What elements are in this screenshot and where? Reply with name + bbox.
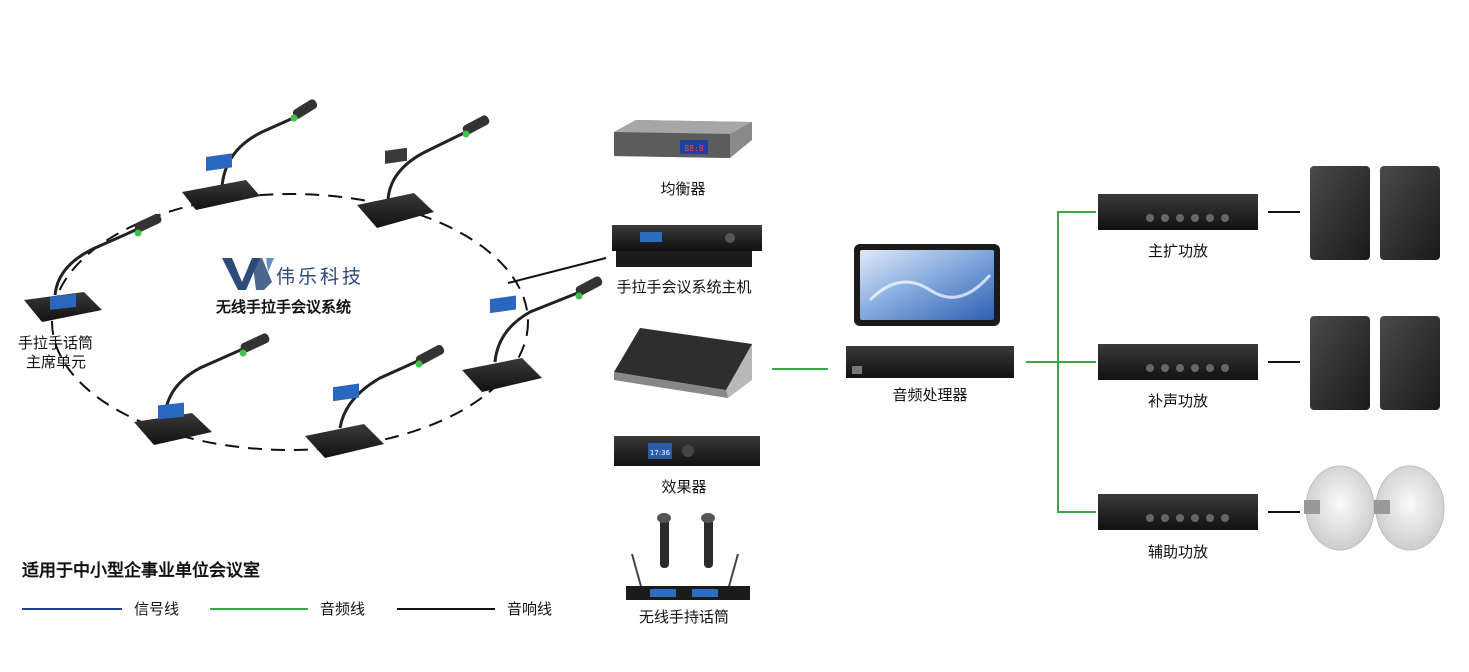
legend-swatch-speaker bbox=[397, 608, 495, 610]
mic-unit-bottom-left bbox=[134, 333, 270, 445]
main-amp-device-icon bbox=[1098, 194, 1258, 230]
host-device-icon bbox=[612, 225, 762, 267]
brand-logo-icon bbox=[222, 258, 274, 290]
fill-amp-label: 补声功放 bbox=[1147, 392, 1209, 410]
legend-item-speaker: 音响线 bbox=[397, 598, 567, 618]
brand-name: 伟乐科技 bbox=[276, 266, 365, 288]
effects-label: 效果器 bbox=[661, 478, 707, 496]
processor-label: 音频处理器 bbox=[892, 386, 968, 404]
legend-swatch-audio bbox=[210, 608, 308, 610]
mic-unit-left bbox=[24, 213, 162, 322]
svg-text:17:36: 17:36 bbox=[650, 449, 671, 457]
equalizer-device-icon: 88:8 bbox=[614, 120, 752, 158]
processor-device-icon bbox=[846, 346, 1014, 378]
audio-lines-processor-amps bbox=[1026, 211, 1096, 513]
chair-unit-label-line2: 主席单元 bbox=[26, 353, 87, 371]
legend-item-audio: 音频线 bbox=[210, 598, 380, 618]
effects-device-icon: 17:36 bbox=[614, 436, 760, 466]
mic-unit-top-right bbox=[357, 115, 490, 228]
host-label: 手拉手会议系统主机 bbox=[616, 278, 752, 296]
system-title: 无线手拉手会议系统 bbox=[216, 298, 352, 316]
chair-unit-label-line1: 手拉手话筒 bbox=[18, 334, 94, 352]
legend-swatch-signal bbox=[22, 608, 122, 610]
tablet-icon bbox=[854, 244, 1000, 326]
mic-unit-top-left bbox=[182, 99, 318, 210]
main-amp-label: 主扩功放 bbox=[1147, 242, 1209, 260]
connection-ring-host bbox=[507, 257, 607, 284]
legend-label-speaker: 音响线 bbox=[507, 600, 553, 618]
wireless-mic-label: 无线手持话筒 bbox=[638, 608, 730, 626]
aux-amp-device-icon bbox=[1098, 494, 1258, 530]
applicability-caption: 适用于中小型企事业单位会议室 bbox=[22, 561, 260, 581]
fill-speakers-icon bbox=[1310, 316, 1440, 410]
wireless-mic-device-icon bbox=[626, 513, 750, 600]
ceiling-speakers-icon bbox=[1304, 465, 1445, 551]
legend-label-audio: 音频线 bbox=[320, 600, 366, 618]
legend-item-signal: 信号线 bbox=[22, 598, 192, 618]
equalizer-label: 均衡器 bbox=[660, 180, 706, 198]
aux-amp-label: 辅助功放 bbox=[1147, 543, 1209, 561]
mic-unit-bottom-center bbox=[305, 344, 445, 458]
mixer-device-icon bbox=[614, 328, 752, 398]
main-speakers-icon bbox=[1310, 166, 1440, 260]
speaker-lines bbox=[1268, 211, 1300, 513]
fill-amp-device-icon bbox=[1098, 344, 1258, 380]
legend-label-signal: 信号线 bbox=[134, 600, 180, 618]
wireless-ring bbox=[51, 193, 529, 451]
svg-text:88:8: 88:8 bbox=[684, 144, 703, 153]
mic-unit-right bbox=[462, 276, 603, 392]
